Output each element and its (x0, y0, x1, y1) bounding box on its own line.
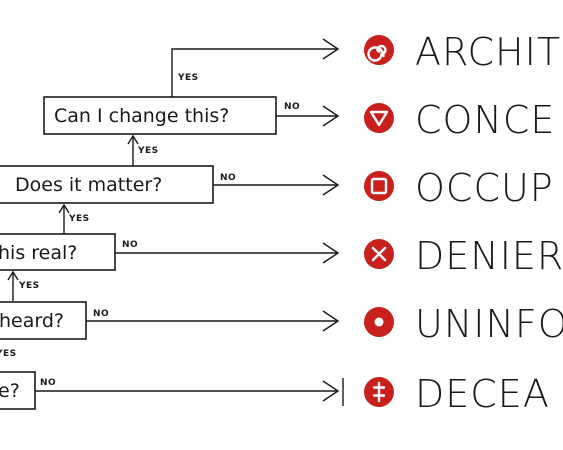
yes-label-3: YES (68, 214, 90, 224)
no-label-1: NO (284, 102, 300, 112)
question-box-heard (0, 301, 87, 340)
triangle-down-icon (364, 103, 394, 133)
outcome-uninfo: UNINFO (364, 302, 563, 346)
outcome-label-conce: CONCE (415, 98, 555, 142)
arrowhead-uninfo (322, 310, 340, 332)
outcome-decea: DECEA (364, 372, 550, 416)
arrowhead-up-2 (127, 134, 139, 145)
double-dagger-icon (364, 377, 394, 407)
question-box-e (0, 371, 36, 410)
no-label-3: NO (122, 240, 138, 250)
question-text-matter: Does it matter? (15, 174, 162, 196)
arrowhead-occup (322, 174, 340, 196)
question-text-real: his real? (0, 242, 77, 264)
outcome-occup: OCCUP (364, 166, 554, 210)
question-box-matter (0, 165, 214, 204)
question-text-change: Can I change this? (54, 105, 229, 127)
outcome-label-uninfo: UNINFO (415, 302, 563, 346)
dot-circle-icon (364, 307, 394, 337)
outcome-label-denier: DENIER (415, 234, 563, 278)
arrowhead-up-3 (58, 203, 70, 214)
outcome-archit: ARCHIT (364, 30, 561, 74)
yes-label-1: YES (177, 73, 199, 83)
outcome-denier: DENIER (364, 234, 563, 278)
outcome-label-archit: ARCHIT (415, 30, 561, 74)
question-box-change (43, 96, 277, 135)
no-label-5: NO (40, 378, 56, 388)
square-icon (364, 171, 394, 201)
yes-branch-to-archit (171, 48, 337, 97)
no-label-4: NO (93, 309, 109, 319)
arrowhead-up-4 (7, 270, 19, 281)
no-label-2: NO (220, 173, 236, 183)
question-text-heard: heard? (0, 310, 64, 332)
question-box-real (0, 233, 116, 271)
arrowhead-denier (322, 242, 340, 264)
outcome-label-occup: OCCUP (415, 166, 554, 210)
question-text-e: e? (0, 380, 20, 402)
yes-label-5: YES (0, 349, 17, 359)
outcome-conce: CONCE (364, 98, 555, 142)
yes-label-2: YES (137, 146, 159, 156)
outcome-label-decea: DECEA (415, 372, 550, 416)
arrowhead-decea (322, 380, 340, 402)
yes-label-4: YES (18, 281, 40, 291)
arrowhead-archit (322, 38, 340, 60)
arrowhead-conce (322, 105, 340, 127)
x-cross-icon (364, 239, 394, 269)
spiral-icon (364, 35, 394, 65)
